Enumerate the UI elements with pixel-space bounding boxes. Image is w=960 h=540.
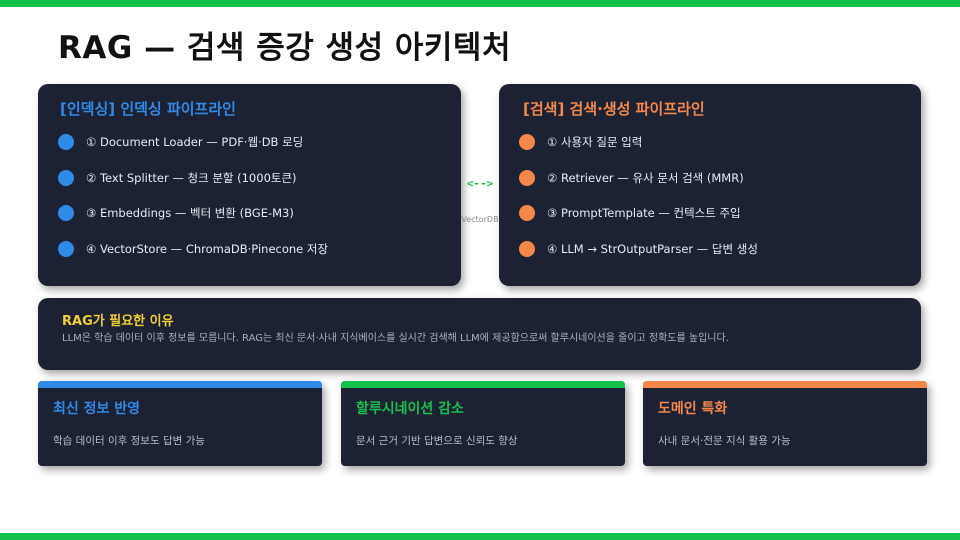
top-accent-bar (0, 0, 960, 7)
retrieval-step-label: ① 사용자 질문 입력 (547, 135, 643, 149)
step-dot-icon (519, 205, 535, 221)
bidirectional-arrow-icon: <--> (466, 177, 494, 190)
step-dot-icon (58, 170, 74, 186)
retrieval-step-label: ④ LLM → StrOutputParser — 답변 생성 (547, 242, 758, 256)
card-title: 최신 정보 반영 (53, 401, 141, 417)
step-dot-icon (58, 205, 74, 221)
indexing-step: ② Text Splitter — 청크 분할 (1000토큰) (58, 170, 297, 186)
why-rag-body: LLM은 학습 데이터 이후 정보를 모릅니다. RAG는 최신 문서·사내 지… (62, 333, 729, 344)
page-title: RAG — 검색 증강 생성 아키텍처 (58, 30, 511, 66)
retrieval-step: ④ LLM → StrOutputParser — 답변 생성 (519, 241, 758, 257)
why-rag-panel: RAG가 필요한 이유 LLM은 학습 데이터 이후 정보를 모릅니다. RAG… (38, 298, 921, 370)
card-title: 도메인 특화 (658, 401, 728, 417)
benefit-card-hallucination: 할루시네이션 감소 문서 근거 기반 답변으로 신뢰도 향상 (341, 381, 625, 466)
retrieval-step: ② Retriever — 유사 문서 검색 (MMR) (519, 170, 744, 186)
retrieval-pipeline-panel: [검색] 검색·생성 파이프라인 ① 사용자 질문 입력 ② Retriever… (499, 84, 921, 286)
indexing-step-label: ② Text Splitter — 청크 분할 (1000토큰) (86, 171, 297, 185)
step-dot-icon (519, 241, 535, 257)
card-description: 문서 근거 기반 답변으로 신뢰도 향상 (356, 435, 518, 447)
indexing-step: ③ Embeddings — 벡터 변환 (BGE-M3) (58, 205, 294, 221)
retrieval-step-label: ② Retriever — 유사 문서 검색 (MMR) (547, 171, 744, 185)
why-rag-title: RAG가 필요한 이유 (62, 314, 174, 329)
step-dot-icon (58, 241, 74, 257)
card-description: 학습 데이터 이후 정보도 답변 가능 (53, 435, 205, 447)
card-title: 할루시네이션 감소 (356, 401, 464, 417)
retrieval-step: ① 사용자 질문 입력 (519, 134, 642, 150)
indexing-step: ① Document Loader — PDF·웹·DB 로딩 (58, 134, 303, 150)
benefit-card-domain: 도메인 특화 사내 문서·전문 지식 활용 가능 (643, 381, 927, 466)
indexing-step-label: ③ Embeddings — 벡터 변환 (BGE-M3) (86, 206, 294, 220)
indexing-pipeline-panel: [인덱싱] 인덱싱 파이프라인 ① Document Loader — PDF·… (38, 84, 461, 286)
retrieval-step: ③ PromptTemplate — 컨텍스트 주입 (519, 205, 741, 221)
indexing-panel-title: [인덱싱] 인덱싱 파이프라인 (60, 100, 236, 118)
benefit-card-fresh-info: 최신 정보 반영 학습 데이터 이후 정보도 답변 가능 (38, 381, 322, 466)
indexing-step-label: ④ VectorStore — ChromaDB·Pinecone 저장 (86, 242, 329, 256)
card-accent-bar (38, 381, 322, 388)
retrieval-step-label: ③ PromptTemplate — 컨텍스트 주입 (547, 206, 741, 220)
step-dot-icon (58, 134, 74, 150)
retrieval-panel-title: [검색] 검색·생성 파이프라인 (523, 100, 705, 118)
card-description: 사내 문서·전문 지식 활용 가능 (658, 435, 791, 447)
step-dot-icon (519, 134, 535, 150)
step-dot-icon (519, 170, 535, 186)
connector-label: VectorDB (461, 215, 499, 224)
card-accent-bar (643, 381, 927, 388)
indexing-step-label: ① Document Loader — PDF·웹·DB 로딩 (86, 135, 304, 149)
card-accent-bar (341, 381, 625, 388)
bottom-accent-bar (0, 533, 960, 540)
indexing-step: ④ VectorStore — ChromaDB·Pinecone 저장 (58, 241, 328, 257)
